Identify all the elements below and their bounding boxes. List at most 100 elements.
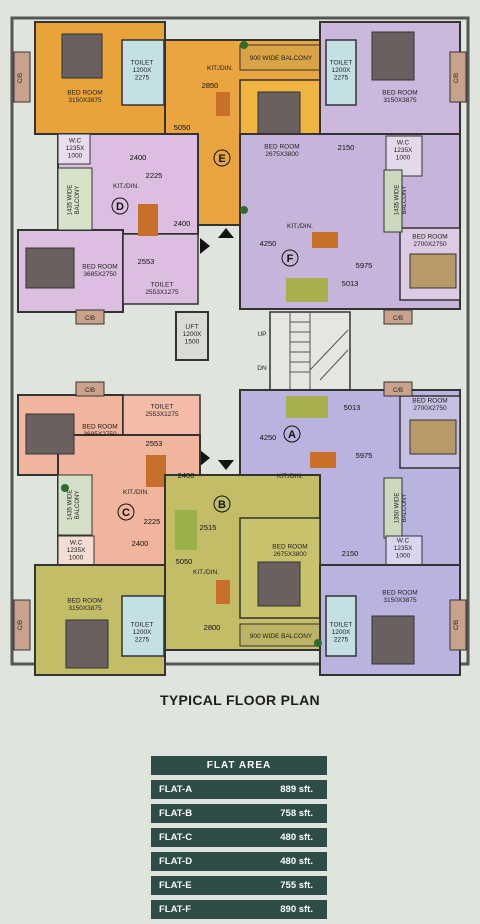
bed-icon <box>371 31 415 81</box>
flat-a-bottom <box>319 564 461 676</box>
flat-area-value: 890 sft. <box>280 904 313 915</box>
flat-b <box>34 474 321 676</box>
dining-table-icon <box>216 580 230 604</box>
wc-a <box>385 535 423 567</box>
dimension-label: 2400 <box>130 153 147 162</box>
toilet-a <box>325 595 357 657</box>
kitdin-label: KIT./DIN. <box>123 489 149 496</box>
flat-marker <box>213 495 231 513</box>
toilet-f <box>325 39 357 106</box>
cupboard <box>449 599 467 651</box>
dimension-label: 2400 <box>174 219 191 228</box>
toilet-d <box>122 233 199 305</box>
dimension-label: 5050 <box>176 557 193 566</box>
flat-name: FLAT-F <box>159 904 192 915</box>
lift <box>175 311 209 361</box>
cupboard-label: C/B <box>85 316 95 322</box>
dining-table-icon <box>216 92 230 116</box>
plant-icon <box>240 206 248 214</box>
flat-d <box>17 133 199 313</box>
dimension-label: 4250 <box>260 239 277 248</box>
dimension-label: 2553 <box>138 257 155 266</box>
dimension-label: 5013 <box>342 279 359 288</box>
flat-marker <box>281 249 299 267</box>
dining-table-icon <box>312 232 338 248</box>
flat-area-value: 758 sft. <box>280 808 313 819</box>
toilet-e <box>121 39 165 106</box>
cupboard <box>13 599 31 651</box>
bed-icon <box>409 253 457 289</box>
flat-letter-a: A <box>288 429 296 441</box>
flat-area-value: 480 sft. <box>280 856 313 867</box>
bed-icon <box>257 91 301 137</box>
flat-letter-d: D <box>116 201 124 213</box>
dimension-label: 2150 <box>342 549 359 558</box>
cupboard <box>75 309 105 325</box>
dining-table-icon <box>310 452 336 468</box>
outer-wall <box>10 16 470 666</box>
dimension-label: 2553 <box>146 439 163 448</box>
cupboard-label: C/B <box>393 316 403 322</box>
cupboard-label: C/B <box>18 620 24 630</box>
balcony-d <box>57 167 93 231</box>
bed-icon <box>25 413 75 455</box>
entry-arrow <box>218 460 234 470</box>
entry-arrow <box>200 450 210 466</box>
flat-letter-e: E <box>218 153 225 165</box>
dimension-label: 5050 <box>174 123 191 132</box>
cupboard-label: C/B <box>393 388 403 394</box>
dimension-label: 5975 <box>356 451 373 460</box>
bed-icon <box>25 247 75 289</box>
cupboard <box>13 51 31 103</box>
plant-icon <box>61 484 69 492</box>
kitdin-label: KIT./DIN. <box>207 65 233 72</box>
flat-name: FLAT-C <box>159 832 193 843</box>
flat-letter-c: C <box>122 507 130 519</box>
kitdin-label: KIT./DIN. <box>287 223 313 230</box>
toilet-c <box>122 394 201 436</box>
balcony-label: 900 WIDE BALCONY <box>250 55 313 62</box>
flat-area-value: 755 sft. <box>280 880 313 891</box>
bed-icon <box>409 419 457 455</box>
flat-marker <box>283 425 301 443</box>
dining-table-icon <box>146 455 166 487</box>
sofa-icon <box>175 510 197 550</box>
entry-arrow <box>200 238 210 254</box>
dimension-label: 2515 <box>200 523 217 532</box>
cupboard-label: C/B <box>454 73 460 83</box>
kitdin-label: KIT./DIN. <box>193 569 219 576</box>
dimension-label: 2225 <box>144 517 161 526</box>
core <box>175 228 351 470</box>
dimension-label: 2400 <box>132 539 149 548</box>
wc-d <box>57 133 91 165</box>
dimension-label: 4250 <box>260 433 277 442</box>
cupboard <box>449 51 467 103</box>
flat-letter-b: B <box>218 499 226 511</box>
flat-area-row: FLAT-F 890 sft. <box>151 900 327 919</box>
plant-icon <box>314 639 322 647</box>
stair-up-label: UP <box>257 331 266 338</box>
flat-area-value: 889 sft. <box>280 784 313 795</box>
